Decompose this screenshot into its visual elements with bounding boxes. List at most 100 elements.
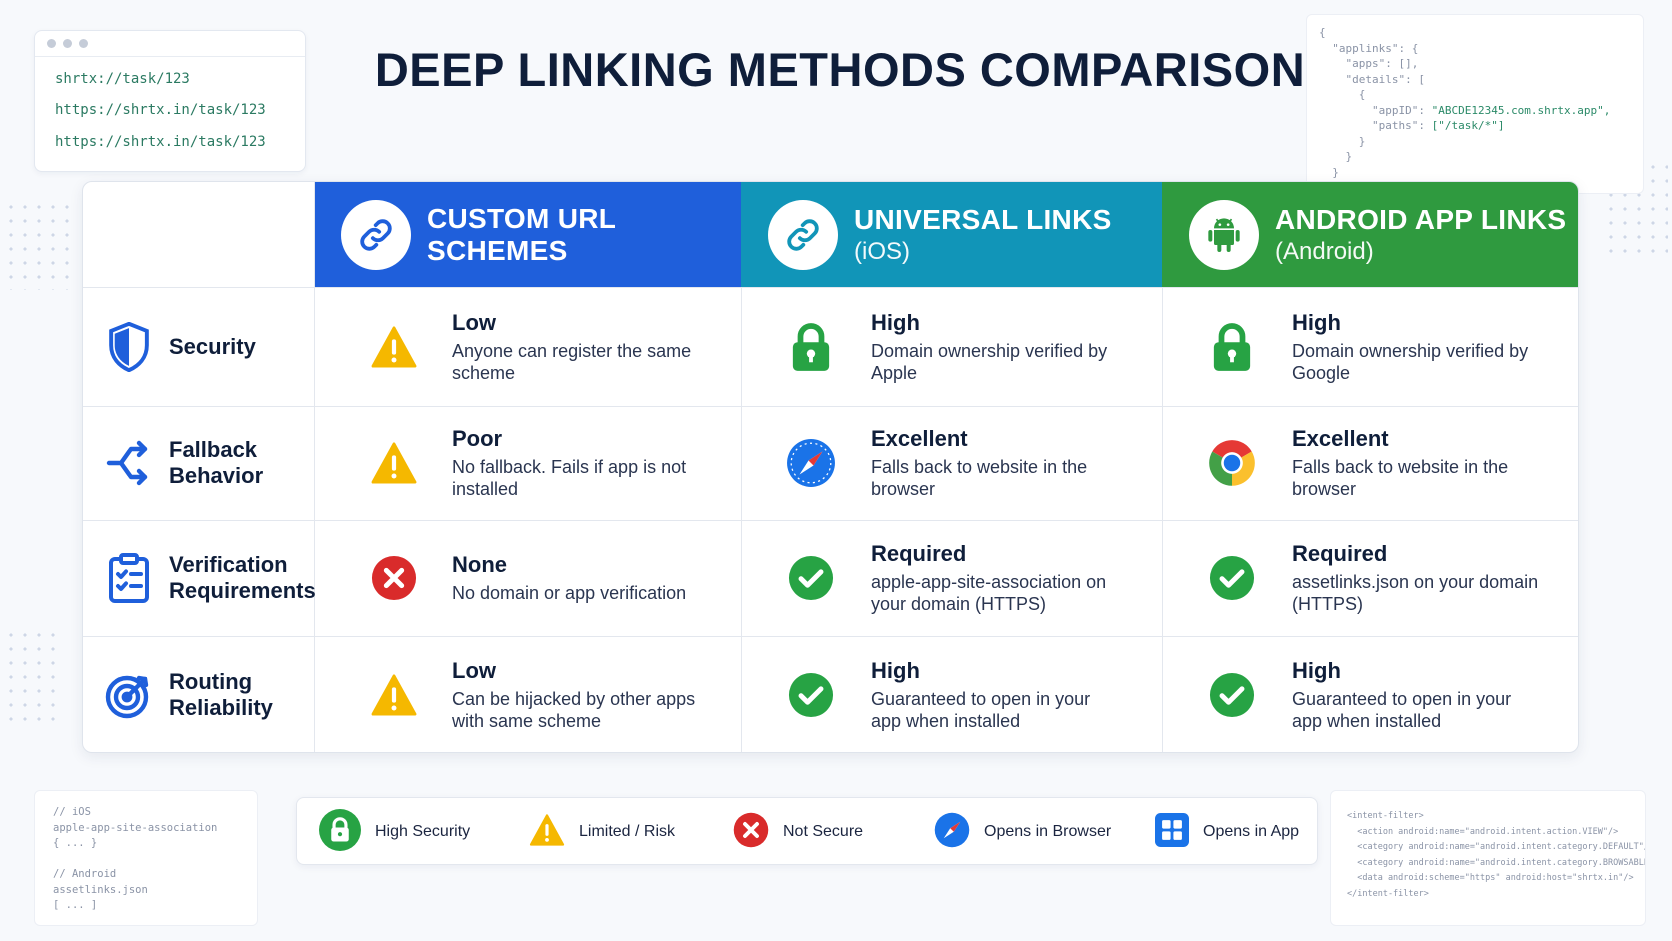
divider	[83, 636, 1578, 637]
criterion-routing: Routing Reliability	[83, 636, 314, 752]
warning-icon	[366, 674, 422, 716]
legend-item-opens-in-browser: Opens in Browser	[934, 798, 1111, 866]
criterion-verification: Verification Requirements	[83, 520, 316, 636]
rating: Low	[452, 658, 496, 683]
legend-label: Not Secure	[783, 823, 864, 840]
legend-label: High Security	[375, 823, 471, 840]
description: No fallback. Fails if app is not install…	[452, 457, 687, 499]
description: Falls back to website in the browser	[1292, 457, 1509, 499]
legend-item-high-security: High Security	[319, 798, 470, 866]
page-title: DEEP LINKING METHODS COMPARISON	[374, 43, 1306, 96]
criterion-label: Verification Requirements	[169, 552, 316, 603]
column-subtitle: (Android)	[1275, 237, 1374, 265]
cell-verification-universal: Required apple-app-site-association on yo…	[741, 520, 1162, 636]
warning-icon	[366, 325, 422, 368]
column-title: UNIVERSAL LINKS	[854, 203, 1112, 235]
rating: High	[1292, 309, 1341, 335]
description: Can be hijacked by other apps with same …	[452, 689, 696, 731]
rating: None	[452, 552, 507, 577]
url-line-universal: https://shrtx.in/task/123	[55, 102, 266, 118]
legend-label: Opens in App	[1203, 823, 1300, 840]
legend-item-opens-in-app: Opens in App	[1155, 798, 1299, 866]
criterion-label: Fallback Behavior	[169, 437, 264, 488]
column-header-android-app-links: ANDROID APP LINKS (Android)	[1162, 182, 1578, 287]
legend-item-not-secure: Not Secure	[733, 798, 863, 866]
description: assetlinks.json on your domain (HTTPS)	[1292, 572, 1539, 614]
check-circle-icon	[1204, 555, 1260, 601]
url-line-scheme: shrtx://task/123	[55, 71, 190, 87]
rating: High	[871, 309, 920, 335]
comparison-table: CUSTOM URL SCHEMES UNIVERSAL LINKS (iOS)…	[82, 181, 1579, 753]
fork-arrows-icon	[103, 439, 155, 487]
cell-fallback-custom: Poor No fallback. Fails if app is not ins…	[314, 406, 741, 520]
legend-label: Opens in Browser	[984, 823, 1112, 840]
column-title: ANDROID APP LINKS	[1275, 203, 1567, 235]
column-header-universal-links: UNIVERSAL LINKS (iOS)	[741, 182, 1162, 287]
legend-item-limited-risk: Limited / Risk	[529, 798, 675, 866]
apple-app-site-association-json: { "applinks": { "apps": [], "details": […	[1306, 14, 1644, 194]
description: Guaranteed to open in your app when inst…	[871, 689, 1091, 731]
description: apple-app-site-association on your domai…	[871, 572, 1107, 614]
app-grid-icon	[1155, 812, 1189, 852]
divider	[314, 182, 315, 752]
check-circle-icon	[783, 672, 839, 718]
cell-verification-android: Required assetlinks.json on your domain (…	[1162, 520, 1578, 636]
criterion-label: Routing Reliability	[169, 669, 273, 720]
criterion-security: Security	[83, 287, 314, 406]
check-circle-icon	[783, 555, 839, 601]
lock-icon	[1204, 322, 1260, 372]
verification-files-card: // iOS apple-app-site-association { ... …	[34, 790, 258, 926]
criterion-fallback: Fallback Behavior	[83, 406, 314, 520]
lock-icon	[319, 808, 361, 856]
decorative-dots-left-bottom	[4, 628, 60, 728]
criterion-label: Security	[169, 333, 256, 359]
rating: Poor	[452, 426, 503, 451]
link-icon	[768, 199, 838, 270]
rating: Required	[1292, 541, 1388, 566]
safari-compass-icon	[783, 438, 839, 488]
cell-verification-custom: None No domain or app verification	[314, 520, 741, 636]
decorative-dots-left-top	[4, 200, 74, 290]
url-examples-card: shrtx://task/123 https://shrtx.in/task/1…	[34, 30, 306, 172]
row-fallback: Fallback Behavior Poor No fallback. Fails…	[83, 406, 1578, 520]
warning-icon	[529, 813, 565, 851]
row-verification: Verification Requirements None No domain …	[83, 520, 1578, 636]
divider	[83, 520, 1578, 521]
rating: Excellent	[871, 426, 968, 451]
window-bar	[35, 31, 305, 57]
compass-icon	[934, 812, 970, 853]
rating: High	[871, 658, 920, 683]
column-header-custom-url-schemes: CUSTOM URL SCHEMES	[314, 182, 741, 287]
rating: Required	[871, 541, 967, 566]
clipboard-check-icon	[103, 552, 155, 604]
divider	[83, 287, 1578, 288]
description: No domain or app verification	[452, 583, 687, 603]
check-circle-icon	[1204, 672, 1260, 718]
description: Falls back to website in the browser	[871, 457, 1088, 499]
divider	[741, 287, 742, 752]
chrome-icon	[1204, 437, 1260, 489]
description: Domain ownership verified by Apple	[871, 340, 1108, 383]
error-icon	[733, 812, 769, 853]
lock-icon	[783, 322, 839, 372]
legend: High Security Limited / Risk Not Secure …	[296, 797, 1318, 865]
legend-label: Limited / Risk	[579, 823, 676, 840]
rating: Excellent	[1292, 426, 1389, 451]
description: Guaranteed to open in your app when inst…	[1292, 689, 1512, 731]
divider	[83, 406, 1578, 407]
column-title: CUSTOM URL SCHEMES	[427, 202, 616, 266]
url-line-applink: https://shrtx.in/task/123	[55, 134, 266, 150]
description: Domain ownership verified by Google	[1292, 340, 1529, 383]
intent-filter-code-card: <intent-filter> <action android:name="an…	[1330, 790, 1646, 926]
divider	[1162, 287, 1163, 752]
error-icon	[366, 555, 422, 601]
